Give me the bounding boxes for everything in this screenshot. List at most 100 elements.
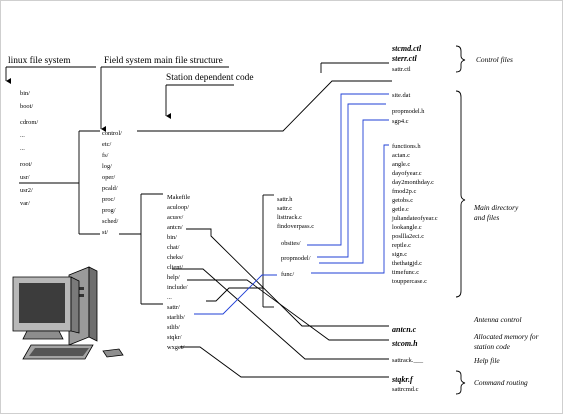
root-dir-item: cdrom/ — [20, 119, 38, 126]
func-file-item: day2monthday.c — [392, 179, 434, 186]
propmodel-file-item: sgp4.c — [392, 118, 409, 125]
obsites-file-list: site.dat — [392, 92, 411, 99]
st-file-item: stqkr/ — [167, 334, 182, 341]
sattr-file-list: sattr.h sattr.c listtrack.c findoverpass.c o… — [277, 196, 314, 278]
st-file-item: aculoop/ — [167, 204, 189, 211]
st-file-item: Makefile — [167, 194, 190, 201]
st-file-item: ... — [167, 294, 172, 301]
main-directory-caption: Main directory — [473, 203, 519, 212]
allocated-memory-caption: Allocated memory for — [473, 332, 539, 341]
include-link — [187, 280, 389, 340]
propmodel-file-item: propmodel.h — [392, 108, 425, 115]
sattr-file-item: findoverpass.c — [277, 223, 314, 230]
field-system-heading: Field system main file structure — [104, 55, 223, 66]
routing-brace — [456, 371, 465, 394]
sattr-subdir-item: obsites/ — [281, 240, 301, 247]
control-files-caption: Control files — [476, 55, 513, 64]
st-file-item: cheks/ — [167, 254, 184, 261]
root-dir-item: bin/ — [20, 90, 30, 97]
station-code-arrow — [166, 85, 234, 116]
control-link — [137, 81, 392, 131]
usr2-dir-item: proc/ — [102, 196, 115, 203]
sattr-file-item: listtrack.c — [277, 214, 302, 221]
command-routing-caption: Command routing — [474, 378, 528, 387]
obsites-file-item: site.dat — [392, 92, 411, 99]
antenna-control-caption: Antenna control — [473, 315, 522, 324]
st-file-item: chat/ — [167, 244, 180, 251]
usr2-dir-item: etc/ — [102, 141, 111, 148]
usr2-dir-item: pcald/ — [102, 185, 118, 192]
usr2-dir-item: prog/ — [102, 207, 116, 214]
func-highlight — [311, 145, 389, 273]
sattr-file-item: sattr.h — [277, 196, 293, 203]
usr2-dir-item: st/ — [102, 229, 108, 236]
func-file-item: angle.c — [392, 161, 410, 168]
main-directory-brace — [456, 91, 465, 297]
st-file-item: stlib/ — [167, 324, 180, 331]
desktop-computer-icon — [13, 267, 123, 359]
st-file-item: wxget/ — [167, 344, 185, 351]
highlight-connectors — [194, 94, 389, 314]
sattr-subdir-item: func/ — [281, 271, 294, 278]
obsites-highlight-2 — [317, 104, 386, 257]
func-file-item: touppercase.c — [392, 278, 427, 285]
sattr-subdir-item: propmodel/ — [281, 255, 311, 262]
linux-heading: linux file system — [8, 55, 71, 66]
func-file-item: reptle.c — [392, 242, 411, 249]
st-directory-list: Makefileaculoop/acusv/antcn/bin/chat/che… — [167, 194, 190, 351]
root-dir-item: usr2/ — [20, 187, 33, 194]
sattrack-file: sattrack.___ — [392, 357, 424, 364]
st-connector — [119, 194, 141, 304]
usr2-connector — [19, 131, 79, 234]
sattrcmd-file: sattrcmd.c — [392, 386, 419, 393]
control-brace — [456, 46, 465, 72]
control-top-line — [321, 63, 389, 73]
root-dir-item: boot/ — [20, 103, 33, 110]
func-file-item: posllla2eci.c — [392, 233, 424, 240]
func-file-item: dayofyear.c — [392, 170, 422, 177]
root-dir-item: ... — [20, 132, 25, 139]
linux-arrow — [6, 67, 96, 81]
st-file-item: include/ — [167, 284, 188, 291]
stqkr-link — [180, 347, 389, 377]
st-file-item: sattr/ — [167, 304, 180, 311]
station-code-heading: Station dependent code — [166, 73, 253, 83]
sattr-connector — [206, 195, 263, 307]
st-file-item: antcn/ — [167, 224, 183, 231]
root-dir-item: var/ — [20, 200, 30, 207]
func-file-item: functions.h — [392, 143, 421, 150]
control-file-item: sterr.ctl — [391, 54, 417, 63]
func-file-item: getle.c — [392, 206, 409, 213]
func-file-item: juliandateofyear.c — [391, 215, 438, 222]
usr2-directory-list: control/etc/fs/log/oper/pcald/proc/prog/… — [102, 130, 122, 236]
control-file-item: stcmd.ctl — [391, 44, 422, 53]
usr2-dir-item: fs/ — [102, 152, 109, 159]
station-code-caption: station code — [474, 342, 511, 351]
braces — [456, 46, 465, 394]
sattr-file-item: sattr.c — [277, 205, 292, 212]
func-file-item: getobs.c — [392, 197, 413, 204]
usr2-dir-item: log/ — [102, 163, 112, 170]
func-file-list: functions.h actan.c angle.c dayofyear.c day2… — [391, 143, 438, 285]
root-directory-list: bin/boot/cdrom/......root/usr/usr2/var/ — [20, 90, 38, 207]
root-dir-item: ... — [20, 145, 25, 152]
func-file-item: fmod2p.c — [392, 188, 416, 195]
st-file-item: help/ — [167, 274, 180, 281]
st-file-item: starlib/ — [167, 314, 185, 321]
func-file-item: lookangle.c — [392, 224, 422, 231]
st-file-item: acusv/ — [167, 214, 184, 221]
main-files-caption: and files — [474, 213, 499, 222]
sattr-highlight — [194, 275, 277, 314]
func-file-item: actan.c — [392, 152, 410, 159]
usr2-dir-item: sched/ — [102, 218, 119, 225]
propmodel-file-list: propmodel.h sgp4.c — [392, 108, 425, 125]
antcn-file: antcn.c — [392, 325, 417, 334]
stcom-file: stcom.h — [391, 339, 418, 348]
root-dir-item: usr/ — [20, 174, 30, 181]
st-file-item: client/ — [167, 264, 183, 271]
func-file-item: sign.c — [392, 251, 407, 258]
stqkr-file: stqkr.f — [391, 375, 414, 384]
control-file-item: sattr.ctl — [392, 66, 411, 73]
usr2-dir-item: control/ — [102, 130, 122, 137]
